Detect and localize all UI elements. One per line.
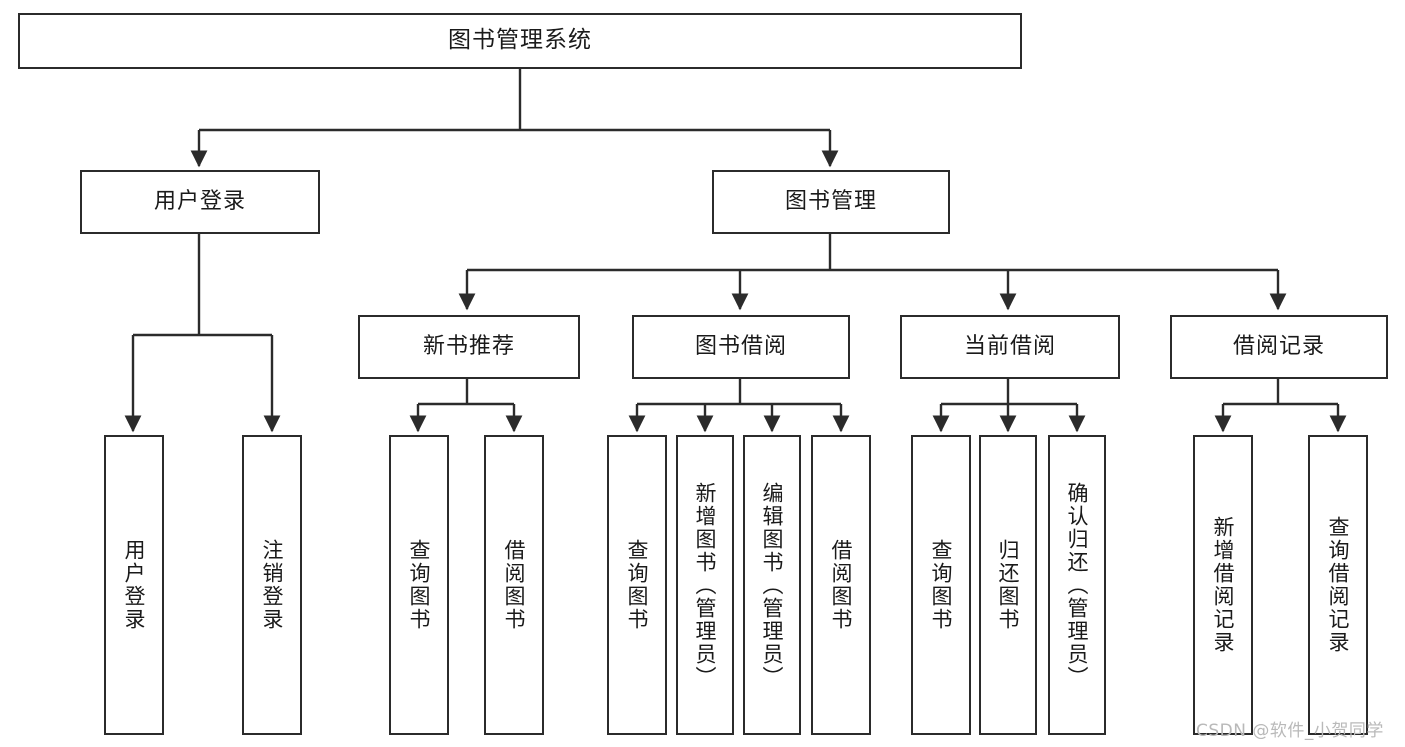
leaf-new-book-query[interactable]: 查询图书 bbox=[389, 435, 449, 735]
leaf-current-borrow-confirm-return[interactable]: 确认归还（管理员） bbox=[1048, 435, 1106, 735]
leaf-user-login-signout[interactable]: 注销登录 bbox=[242, 435, 302, 735]
node-current-borrow[interactable]: 当前借阅 bbox=[900, 315, 1120, 379]
leaf-current-borrow-query[interactable]: 查询图书 bbox=[911, 435, 971, 735]
leaf-label: 查询借阅记录 bbox=[1326, 516, 1351, 654]
leaf-label: 借阅图书 bbox=[829, 539, 854, 631]
csdn-watermark: CSDN @软件_小贺同学 bbox=[1196, 721, 1384, 741]
node-borrow-record-label: 借阅记录 bbox=[1232, 333, 1325, 359]
leaf-label: 新增借阅记录 bbox=[1211, 516, 1236, 654]
node-current-borrow-label: 当前借阅 bbox=[963, 333, 1056, 359]
node-root-label: 图书管理系统 bbox=[448, 27, 592, 54]
leaf-borrow-record-add[interactable]: 新增借阅记录 bbox=[1193, 435, 1253, 735]
leaf-new-book-borrow[interactable]: 借阅图书 bbox=[484, 435, 544, 735]
leaf-user-login-signin[interactable]: 用户登录 bbox=[104, 435, 164, 735]
leaf-book-borrow-add[interactable]: 新增图书（管理员） bbox=[676, 435, 734, 735]
node-user-login[interactable]: 用户登录 bbox=[80, 170, 320, 234]
node-root[interactable]: 图书管理系统 bbox=[18, 13, 1022, 69]
leaf-current-borrow-return[interactable]: 归还图书 bbox=[979, 435, 1037, 735]
node-book-borrow-label: 图书借阅 bbox=[694, 333, 787, 359]
leaf-label: 查询图书 bbox=[929, 539, 954, 631]
leaf-book-borrow-edit[interactable]: 编辑图书（管理员） bbox=[743, 435, 801, 735]
leaf-label: 归还图书 bbox=[996, 539, 1021, 631]
node-new-book-recommend-label: 新书推荐 bbox=[422, 333, 515, 359]
node-borrow-record[interactable]: 借阅记录 bbox=[1170, 315, 1388, 379]
leaf-borrow-record-query[interactable]: 查询借阅记录 bbox=[1308, 435, 1368, 735]
node-book-management[interactable]: 图书管理 bbox=[712, 170, 950, 234]
leaf-book-borrow-borrow[interactable]: 借阅图书 bbox=[811, 435, 871, 735]
leaf-label: 用户登录 bbox=[122, 539, 147, 631]
leaf-book-borrow-query[interactable]: 查询图书 bbox=[607, 435, 667, 735]
leaf-label: 新增图书（管理员） bbox=[693, 481, 718, 689]
leaf-label: 注销登录 bbox=[260, 539, 285, 631]
leaf-label: 确认归还（管理员） bbox=[1065, 481, 1090, 689]
node-book-borrow[interactable]: 图书借阅 bbox=[632, 315, 850, 379]
node-new-book-recommend[interactable]: 新书推荐 bbox=[358, 315, 580, 379]
leaf-label: 查询图书 bbox=[407, 539, 432, 631]
leaf-label: 编辑图书（管理员） bbox=[760, 481, 785, 689]
leaf-label: 借阅图书 bbox=[502, 539, 527, 631]
node-book-management-label: 图书管理 bbox=[784, 188, 877, 214]
leaf-label: 查询图书 bbox=[625, 539, 650, 631]
node-user-login-label: 用户登录 bbox=[153, 188, 246, 214]
